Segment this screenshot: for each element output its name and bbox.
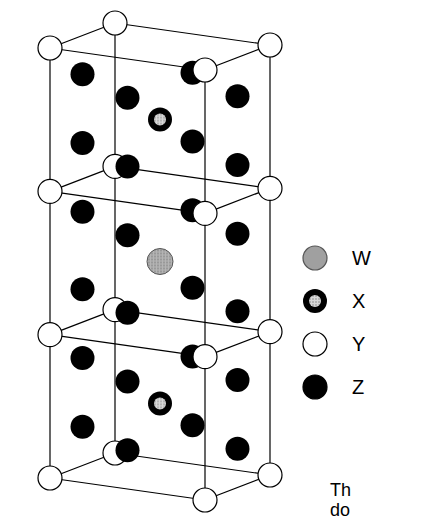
atom xyxy=(116,223,140,247)
cell-edge xyxy=(204,70,205,500)
atom xyxy=(116,301,140,325)
atom xyxy=(226,84,250,108)
crystal-cell xyxy=(0,0,300,523)
note-text: do xyxy=(330,500,350,520)
cell-edge xyxy=(115,23,270,45)
atom xyxy=(116,370,140,394)
atom xyxy=(148,391,172,415)
atom xyxy=(193,201,217,225)
atom xyxy=(38,323,62,347)
atom xyxy=(38,179,62,203)
atom xyxy=(181,413,205,437)
atom xyxy=(38,466,62,490)
note-text: Th xyxy=(330,480,351,500)
atom xyxy=(181,130,205,154)
atom xyxy=(71,346,95,370)
cell-edges xyxy=(50,23,270,500)
atom xyxy=(116,155,140,179)
cell-edge xyxy=(50,478,205,500)
atom xyxy=(71,277,95,301)
atom xyxy=(193,345,217,369)
atom xyxy=(226,153,250,177)
atom xyxy=(71,131,95,155)
atom xyxy=(116,86,140,110)
atom xyxy=(258,463,282,487)
atom xyxy=(226,299,250,323)
legend-swatch xyxy=(300,330,330,360)
legend-label: Y xyxy=(352,332,365,356)
atom xyxy=(226,222,250,246)
atom xyxy=(103,11,127,35)
atom xyxy=(193,488,217,512)
atom xyxy=(147,249,173,275)
atom xyxy=(38,36,62,60)
legend-label: W xyxy=(352,246,371,270)
atom xyxy=(71,200,95,224)
atom xyxy=(226,437,250,461)
legend-label: X xyxy=(352,289,365,313)
atom xyxy=(193,58,217,82)
atom xyxy=(71,62,95,86)
atom xyxy=(181,276,205,300)
legend-swatch xyxy=(300,373,330,403)
atom xyxy=(148,108,172,132)
legend-swatch xyxy=(300,287,330,317)
atom xyxy=(258,176,282,200)
atom xyxy=(71,415,95,439)
legend-swatch xyxy=(300,244,330,274)
atom xyxy=(116,438,140,462)
legend-label: Z xyxy=(352,375,364,399)
atom xyxy=(258,33,282,57)
atom xyxy=(258,320,282,344)
atom xyxy=(226,368,250,392)
cell-edge xyxy=(49,48,50,478)
cell-edge xyxy=(269,45,270,475)
cell-edge xyxy=(114,23,115,453)
